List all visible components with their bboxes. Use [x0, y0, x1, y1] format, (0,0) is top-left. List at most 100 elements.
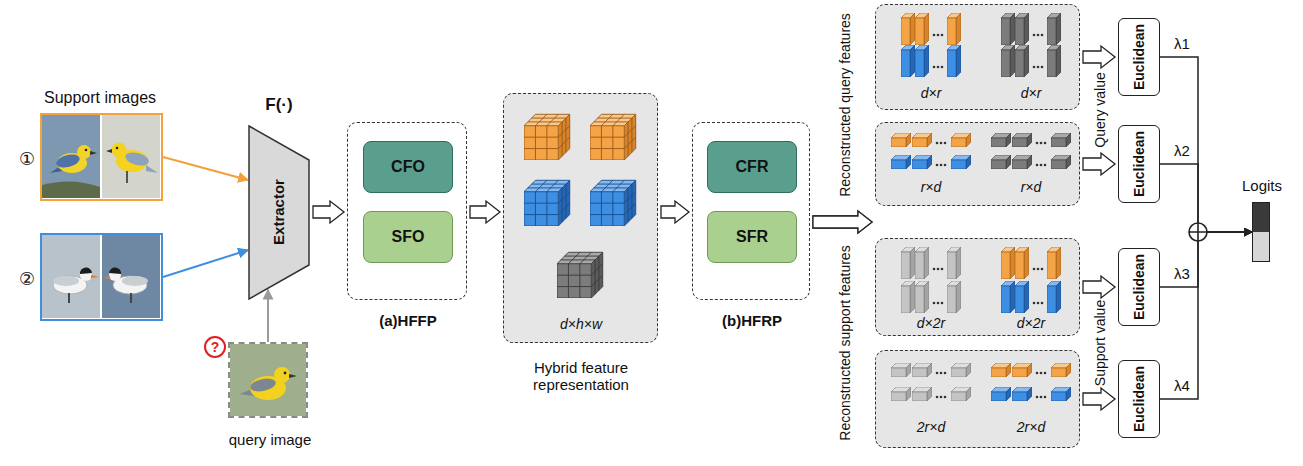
dimension-label: 2r×d — [917, 419, 945, 435]
art-shape — [85, 149, 88, 152]
art-shape — [590, 180, 636, 226]
art-shape — [901, 45, 961, 77]
sum-symbol — [1189, 223, 1207, 241]
art-shape — [524, 114, 570, 160]
metric-box: Euclidean — [1118, 248, 1160, 326]
art-shape — [1001, 247, 1061, 279]
art-shape — [42, 235, 100, 318]
feature-bars — [876, 123, 1078, 204]
art-shape — [1189, 223, 1207, 241]
dimension-label: d×h×w — [560, 316, 602, 332]
process-label: CFO — [391, 158, 425, 176]
art-shape — [68, 293, 70, 303]
art-shape — [146, 165, 158, 173]
block-arrow — [813, 211, 872, 233]
art-shape — [249, 376, 277, 393]
extractor-outline — [249, 126, 309, 299]
process-box: CFR — [707, 141, 797, 193]
art-shape — [91, 275, 99, 278]
art-shape — [557, 252, 603, 298]
block-arrow — [1083, 46, 1115, 68]
art-shape — [891, 387, 971, 401]
feature-cubes — [504, 94, 656, 341]
arrow-line — [163, 157, 248, 180]
bird-photos — [42, 235, 160, 318]
arrow-line — [1160, 232, 1252, 287]
arrow-line — [1160, 57, 1252, 232]
art-shape — [106, 149, 112, 153]
art-shape — [991, 155, 1071, 169]
output-label: Logits — [1242, 177, 1282, 194]
art-shape — [55, 152, 81, 170]
art-shape — [524, 180, 570, 226]
art-shape — [1001, 281, 1061, 313]
image-caption: query image — [229, 431, 312, 448]
dimension-label: r×d — [1021, 179, 1042, 195]
block-arrow — [470, 201, 500, 223]
art-shape — [103, 276, 110, 279]
function-label: F(·) — [265, 95, 292, 115]
art-shape — [230, 344, 306, 416]
process-box: SFO — [363, 211, 453, 263]
feature-panel: d×rd×r — [875, 4, 1080, 110]
dimension-label: d×2r — [917, 315, 945, 331]
arrow-line — [1160, 232, 1252, 399]
metric-box: Euclidean — [1118, 125, 1160, 203]
process-label: SFO — [392, 228, 425, 246]
dimension-label: d×2r — [1017, 315, 1045, 331]
logits-bar: Logits — [1252, 202, 1270, 262]
group-label: Reconstructed support features — [837, 245, 853, 440]
callout-number: ② — [19, 269, 35, 290]
metric-label: Euclidean — [1131, 254, 1147, 320]
feature-panel: d×2r d×2r — [875, 238, 1080, 336]
art-shape — [289, 374, 297, 378]
block-arrow — [813, 211, 872, 233]
module-box: (b)HFRPCFRSFR — [692, 122, 810, 300]
art-shape — [284, 372, 287, 375]
dimension-label: r×d — [921, 179, 942, 195]
weight-label: λ4 — [1173, 377, 1191, 394]
panel-caption: Hybrid feature representation — [511, 359, 651, 394]
art-shape — [901, 247, 961, 279]
block-arrow — [1083, 153, 1115, 175]
art-shape — [42, 181, 100, 198]
feature-slabs — [876, 239, 1078, 334]
metric-label: Euclidean — [1131, 131, 1147, 197]
art-shape — [116, 147, 119, 150]
block-arrow — [1083, 388, 1115, 410]
art-shape — [80, 267, 92, 274]
process-label: SFR — [736, 228, 768, 246]
metric-label: Euclidean — [1131, 24, 1147, 90]
feature-slabs — [876, 5, 1078, 108]
art-shape — [991, 133, 1071, 147]
arrow-line — [1160, 164, 1252, 232]
value-label: Support value — [1092, 300, 1108, 386]
art-shape — [53, 276, 79, 286]
metric-label: Euclidean — [1131, 366, 1147, 432]
extractor-label: Extractor — [270, 179, 287, 245]
group-label: Support images — [44, 89, 156, 107]
query-image-box: ?query image — [228, 342, 308, 418]
block-arrow — [1083, 276, 1115, 298]
arrow-line — [163, 250, 248, 277]
callout-number: ① — [19, 149, 35, 170]
block-arrow — [313, 201, 344, 223]
extractor-trapezoid: F(·)Extractor — [248, 125, 310, 300]
art-shape — [991, 387, 1071, 401]
art-shape — [1001, 45, 1061, 77]
art-shape — [891, 133, 971, 147]
weight-label: λ3 — [1173, 265, 1191, 282]
feature-panel: d×h×wHybrid feature representation — [503, 93, 658, 343]
value-label: Query value — [1092, 72, 1108, 147]
process-label: CFR — [736, 158, 769, 176]
support-image-box: ① — [40, 113, 163, 201]
weight-label: λ1 — [1173, 35, 1191, 52]
weight-label: λ2 — [1173, 142, 1191, 159]
feature-panel: r×d r×d — [875, 122, 1080, 206]
art-shape — [122, 276, 148, 286]
art-shape — [102, 115, 160, 198]
bird-photo — [230, 344, 306, 416]
feature-bars — [876, 351, 1078, 446]
art-shape — [891, 363, 971, 377]
process-box: CFO — [363, 141, 453, 193]
